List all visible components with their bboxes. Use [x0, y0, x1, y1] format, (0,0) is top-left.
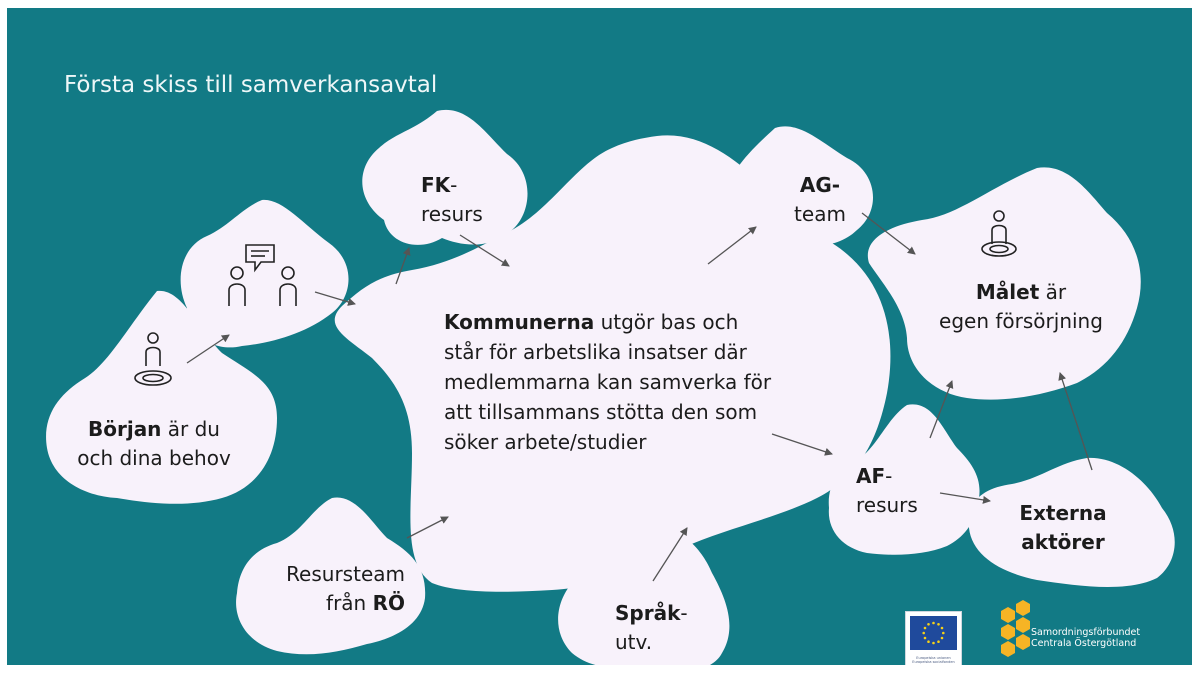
blob-borjan	[46, 290, 277, 504]
arrow-main-to-ag	[707, 226, 757, 265]
slide: Första skiss till samverkansavtal Kommun…	[7, 8, 1192, 665]
slide-title: Första skiss till samverkansavtal	[64, 72, 438, 98]
samordningsforbundet-logo-text: Samordningsförbundet Centrala Östergötla…	[1031, 627, 1140, 649]
sprak-dash: -	[680, 601, 688, 625]
fk-dash: -	[450, 173, 458, 197]
blob-resursteam	[236, 497, 426, 655]
blob-main	[334, 135, 891, 592]
af-node-text: AF- resurs	[856, 462, 918, 520]
sprak-bold: Språk	[615, 601, 681, 625]
arrow-resursteam-to-main	[406, 516, 449, 539]
fk-bold: FK	[421, 173, 451, 197]
main-node-bold: Kommunerna	[444, 310, 595, 334]
person-target-icon-right	[981, 210, 1017, 257]
eu-logo-text: Europeiska unionen Europeiska socialfond…	[912, 656, 955, 664]
people-chat-icon	[228, 244, 297, 306]
malet-node-text: Målet är egen försörjning	[935, 278, 1107, 336]
ag-bold: AG-	[799, 173, 841, 197]
externa-node-text: Externa aktörer	[997, 499, 1129, 557]
borjan-line2: och dina behov	[77, 446, 231, 470]
af-dash: -	[885, 464, 893, 488]
blob-af	[828, 404, 980, 555]
externa-line1: Externa	[1019, 501, 1107, 525]
main-node-text: Kommunerna utgör bas och står för arbets…	[444, 307, 774, 457]
samordningsforbundet-logo: Samordningsförbundet Centrala Östergötla…	[995, 611, 1175, 665]
main-node-body: utgör bas och står för arbetslika insats…	[444, 310, 772, 454]
arrow-af-to-externa	[939, 492, 991, 504]
resursteam-line2: från	[326, 591, 373, 615]
malet-text: är	[1039, 280, 1067, 304]
arrow-main-to-fk	[395, 247, 411, 285]
af-line2: resurs	[856, 493, 918, 517]
blob-fk	[362, 109, 528, 245]
person-target-icon	[134, 332, 172, 386]
blob-people	[180, 199, 349, 348]
ag-node-text: AG-team	[789, 171, 851, 229]
fk-line2: resurs	[421, 202, 483, 226]
blob-sprak	[558, 527, 730, 665]
ag-line2: team	[794, 202, 846, 226]
resursteam-node-text: Resursteam från RÖ	[273, 560, 405, 618]
logo-line1: Samordningsförbundet	[1031, 627, 1141, 638]
arrow-people-to-main	[314, 291, 356, 306]
samordning-hex-logo	[1001, 600, 1030, 657]
blob-externa	[968, 457, 1175, 587]
arrow-main-to-af	[771, 433, 833, 456]
arrow-sprak-to-main	[652, 527, 688, 582]
borjan-text: är du	[161, 417, 220, 441]
malet-line2: egen försörjning	[939, 309, 1103, 333]
arrow-borjan-to-people	[186, 334, 230, 364]
sprak-node-text: Språk- utv.	[615, 599, 688, 657]
arrow-ag-to-malet	[861, 212, 916, 255]
logo-line2: Centrala Östergötland	[1031, 638, 1137, 649]
eu-logo: Europeiska unionen Europeiska socialfond…	[905, 611, 962, 665]
diagram-shapes	[46, 109, 1175, 665]
arrow-fk-to-main	[459, 234, 510, 267]
arrow-externa-to-malet	[1058, 372, 1093, 471]
eu-flag-icon	[910, 616, 957, 650]
blob-malet	[867, 167, 1141, 400]
borjan-bold: Början	[87, 417, 162, 441]
arrow-af-to-malet	[929, 380, 954, 439]
resursteam-bold: RÖ	[372, 591, 405, 615]
sprak-line2: utv.	[615, 630, 653, 654]
af-bold: AF	[856, 464, 886, 488]
externa-line2: aktörer	[1021, 530, 1105, 554]
resursteam-line1: Resursteam	[286, 562, 405, 586]
borjan-node-text: Början är du och dina behov	[69, 415, 239, 473]
malet-bold: Målet	[975, 280, 1040, 304]
fk-node-text: FK- resurs	[421, 171, 483, 229]
